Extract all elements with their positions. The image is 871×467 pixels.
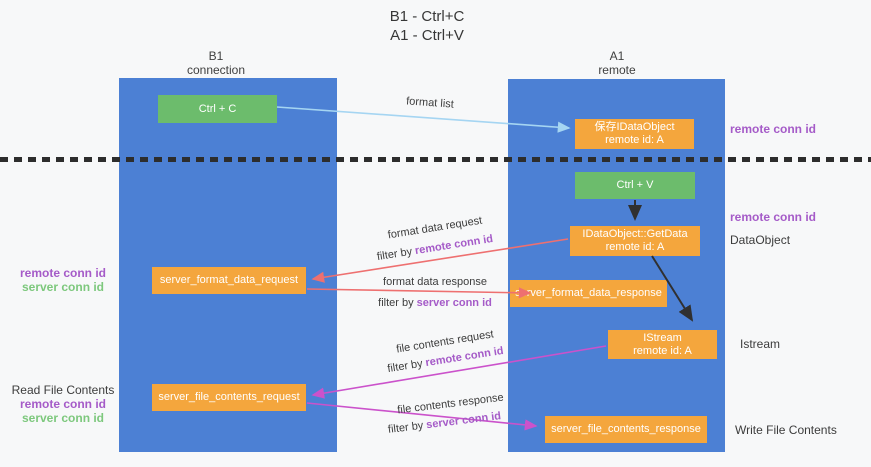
node-istream-line2: remote id: A xyxy=(633,344,692,357)
edge-label-format-list: format list xyxy=(405,95,455,111)
node-save-idataobject-line2: remote id: A xyxy=(605,134,664,146)
label-group-read-file: Read File Contents remote conn id server… xyxy=(8,383,118,425)
filter-remote-conn-id-1: remote conn id xyxy=(414,232,494,258)
node-ctrl-c-label: Ctrl + C xyxy=(198,102,237,115)
edge-label-filter-server-2: filter by server conn id xyxy=(360,297,510,309)
node-getdata-line2: remote id: A xyxy=(605,241,665,253)
label-remote-conn-id-left-2: remote conn id xyxy=(19,397,106,411)
node-server-format-data-request: server_format_data_request xyxy=(152,267,306,294)
label-remote-conn-id-top-right: remote conn id xyxy=(730,122,817,136)
node-ctrl-v-label: Ctrl + V xyxy=(616,179,654,191)
filter-by-text-4: filter by xyxy=(387,419,428,436)
node-server-format-data-response: server_format_data_response xyxy=(510,280,667,307)
filter-by-text-3: filter by xyxy=(386,357,427,376)
label-remote-conn-id-left-1: remote conn id xyxy=(19,266,106,280)
lane-a1-name: A1 xyxy=(609,49,625,63)
node-ctrl-c: Ctrl + C xyxy=(158,95,277,123)
filter-by-text-1: filter by xyxy=(376,245,417,264)
lane-header-b1: B1 connection xyxy=(146,49,286,77)
lane-b1-role: connection xyxy=(186,63,246,77)
filter-by-text-2: filter by xyxy=(378,297,417,309)
node-istream-line1: IStream xyxy=(643,331,682,344)
lane-b1-name: B1 xyxy=(208,49,224,63)
node-ctrl-v: Ctrl + V xyxy=(575,172,695,199)
node-format-request-label: server_format_data_request xyxy=(159,274,299,286)
node-idataobject-getdata: IDataObject::GetData remote id: A xyxy=(570,226,700,256)
filter-server-conn-id-4: server conn id xyxy=(425,410,502,432)
title-line-1: B1 - Ctrl+C xyxy=(389,8,465,25)
label-server-conn-id-left-1: server conn id xyxy=(21,280,105,294)
node-file-request-label: server_file_contents_request xyxy=(158,391,300,403)
title-line-2: A1 - Ctrl+V xyxy=(390,27,464,44)
label-write-file-contents: Write File Contents xyxy=(735,423,837,437)
label-remote-conn-id-mid-right: remote conn id xyxy=(730,210,817,224)
diagram-title: B1 - Ctrl+C A1 - Ctrl+V xyxy=(297,7,557,45)
node-istream: IStream remote id: A xyxy=(608,330,717,359)
node-server-file-contents-response: server_file_contents_response xyxy=(545,416,707,443)
node-save-idataobject: 保存IDataObject remote id: A xyxy=(575,119,694,149)
edge-label-format-data-response: format data response xyxy=(383,276,487,288)
arrow-format-data-response xyxy=(306,287,532,299)
label-read-file-contents: Read File Contents xyxy=(11,383,115,397)
node-getdata-line1: IDataObject::GetData xyxy=(582,228,688,240)
node-format-response-label: server_format_data_response xyxy=(515,287,662,299)
lane-a1-role: remote xyxy=(598,63,636,77)
label-dataobject: DataObject xyxy=(730,233,791,247)
node-save-idataobject-line1: 保存IDataObject xyxy=(594,121,675,133)
label-server-conn-id-left-2: server conn id xyxy=(21,411,105,425)
node-server-file-contents-request: server_file_contents_request xyxy=(152,384,306,411)
filter-server-conn-id-2: server conn id xyxy=(416,297,492,309)
node-file-response-label: server_file_contents_response xyxy=(551,423,701,435)
session-separator-dashed-line xyxy=(0,157,871,162)
label-group-left-conn-ids: remote conn id server conn id xyxy=(8,266,118,294)
lane-header-a1: A1 remote xyxy=(547,49,687,77)
label-istream: Istream xyxy=(740,337,781,351)
